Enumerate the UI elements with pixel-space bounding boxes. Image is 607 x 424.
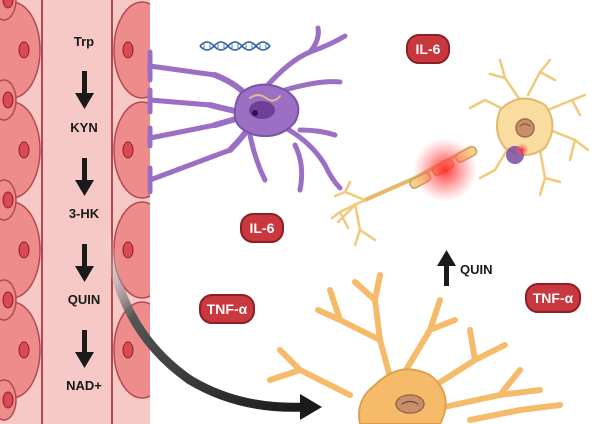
cytokine-badge-il6: IL-6 <box>240 213 284 243</box>
pathway-step-kyn: KYN <box>70 120 98 135</box>
endothelial-cell <box>0 79 17 121</box>
pathway-step-nad: NAD+ <box>66 378 102 393</box>
endothelial-cell <box>0 379 17 421</box>
down-arrow-icon <box>75 158 94 196</box>
endothelial-cell <box>0 0 17 21</box>
endothelial-cell <box>113 1 150 99</box>
down-arrow-icon <box>75 330 94 368</box>
endothelial-cell <box>113 101 150 199</box>
endothelial-cell <box>0 179 17 221</box>
cytokine-badge-tnfa: TNF-α <box>199 294 255 324</box>
up-arrow-icon <box>437 250 456 286</box>
neuron-cell <box>330 58 590 247</box>
astrocyte-cell <box>267 272 563 424</box>
pathway-step-trp: Trp <box>73 34 95 49</box>
blood-vessel <box>0 0 150 424</box>
dna-icon <box>199 41 271 51</box>
endothelial-cell <box>0 301 41 399</box>
down-arrow-icon <box>75 244 94 282</box>
pathway-step-3hk: 3-HK <box>68 206 100 221</box>
quin-arrow-label: QUIN <box>460 262 493 277</box>
endothelial-cells-left <box>0 0 41 421</box>
pathway-step-quin: QUIN <box>67 292 101 307</box>
curved-arrow-icon <box>103 234 322 420</box>
cytokine-badge-il6: IL-6 <box>406 34 450 64</box>
down-arrow-icon <box>75 71 94 109</box>
endothelial-cell <box>0 279 17 321</box>
cytokine-badge-tnfa: TNF-α <box>525 283 581 313</box>
microglia-cell <box>147 25 348 195</box>
endothelial-cells-right <box>113 1 150 399</box>
